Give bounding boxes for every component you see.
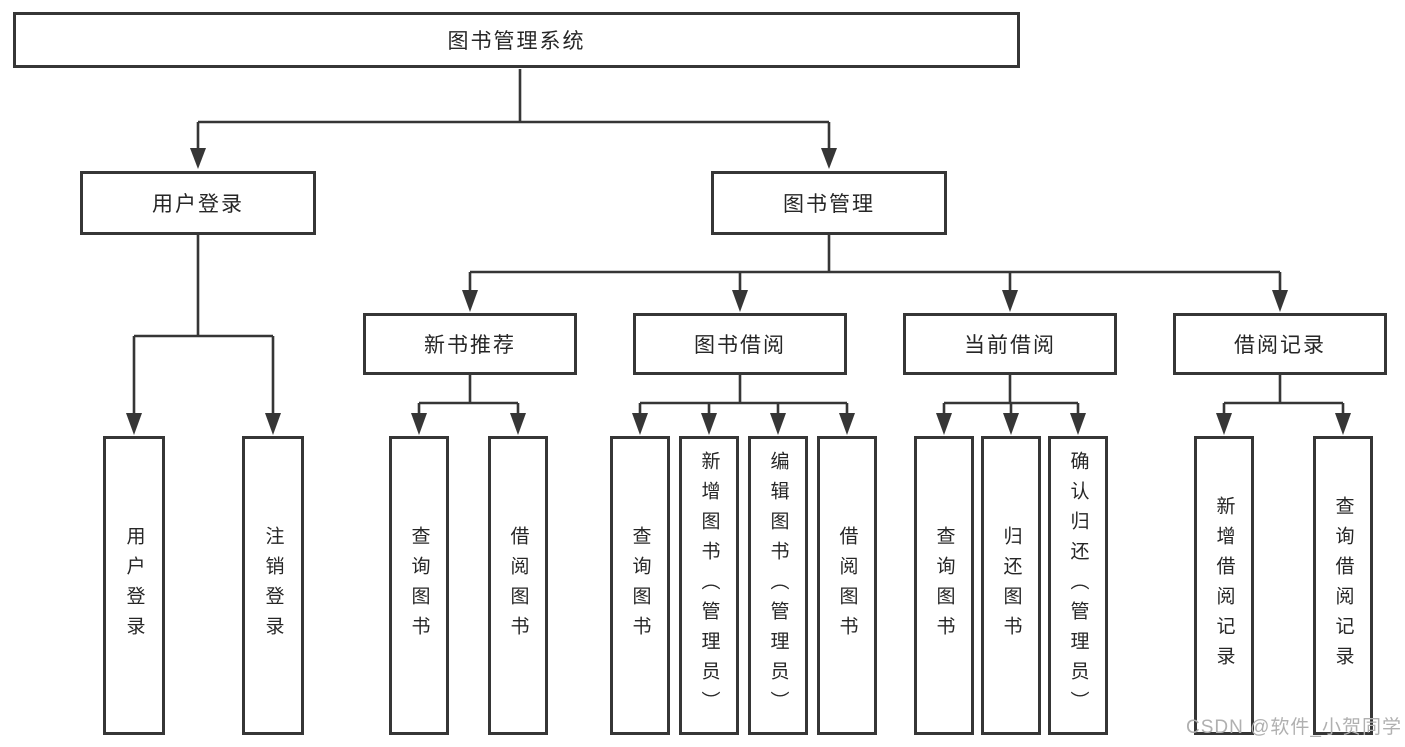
leaf-query-books-borrowing: 查询图书 bbox=[610, 436, 670, 735]
arrowhead bbox=[1335, 413, 1351, 435]
arrowhead bbox=[770, 413, 786, 435]
arrowhead bbox=[936, 413, 952, 435]
node-borrowing-records: 借阅记录 bbox=[1173, 313, 1387, 375]
leaf-user-login: 用户登录 bbox=[103, 436, 165, 735]
leaf-label: 新增借阅记录 bbox=[1213, 495, 1235, 676]
node-label: 借阅记录 bbox=[1234, 334, 1326, 357]
leaf-return-books: 归还图书 bbox=[981, 436, 1041, 735]
leaf-query-borrow-record: 查询借阅记录 bbox=[1313, 436, 1373, 735]
arrowhead bbox=[632, 413, 648, 435]
arrowhead bbox=[839, 413, 855, 435]
arrowhead bbox=[821, 148, 837, 169]
node-label: 图书借阅 bbox=[694, 334, 786, 357]
leaf-query-books-current: 查询图书 bbox=[914, 436, 974, 735]
leaf-borrow-books: 借阅图书 bbox=[817, 436, 877, 735]
arrowhead bbox=[126, 413, 142, 435]
arrowhead bbox=[1003, 413, 1019, 435]
leaf-label: 新增图书（管理员） bbox=[698, 450, 720, 721]
node-label: 当前借阅 bbox=[964, 334, 1056, 357]
leaf-label: 查询图书 bbox=[933, 525, 955, 646]
arrowhead bbox=[411, 413, 427, 435]
arrowhead bbox=[1216, 413, 1232, 435]
leaf-confirm-return-admin: 确认归还（管理员） bbox=[1048, 436, 1108, 735]
leaf-label: 归还图书 bbox=[1000, 525, 1022, 646]
leaf-logout: 注销登录 bbox=[242, 436, 304, 735]
arrowhead bbox=[1272, 290, 1288, 312]
leaf-borrow-books-recommend: 借阅图书 bbox=[488, 436, 548, 735]
node-library-management-system: 图书管理系统 bbox=[13, 12, 1020, 68]
node-label: 图书管理 bbox=[783, 193, 875, 216]
arrowhead bbox=[1070, 413, 1086, 435]
arrowhead bbox=[190, 148, 206, 169]
leaf-label: 查询图书 bbox=[629, 525, 651, 646]
leaf-label: 借阅图书 bbox=[507, 525, 529, 646]
node-book-management: 图书管理 bbox=[711, 171, 947, 235]
node-label: 用户登录 bbox=[152, 193, 244, 216]
node-label: 新书推荐 bbox=[424, 334, 516, 357]
leaf-label: 注销登录 bbox=[262, 525, 284, 646]
leaf-label: 确认归还（管理员） bbox=[1067, 450, 1089, 721]
leaf-label: 查询借阅记录 bbox=[1332, 495, 1354, 676]
leaf-label: 用户登录 bbox=[123, 525, 145, 646]
node-current-borrowing: 当前借阅 bbox=[903, 313, 1117, 375]
csdn-watermark: CSDN @软件_小贺同学 bbox=[1186, 717, 1402, 738]
leaf-query-books-recommend: 查询图书 bbox=[389, 436, 449, 735]
leaf-add-books-admin: 新增图书（管理员） bbox=[679, 436, 739, 735]
leaf-label: 编辑图书（管理员） bbox=[767, 450, 789, 721]
node-new-book-recommendation: 新书推荐 bbox=[363, 313, 577, 375]
arrowhead bbox=[701, 413, 717, 435]
arrowhead bbox=[510, 413, 526, 435]
leaf-label: 查询图书 bbox=[408, 525, 430, 646]
leaf-add-borrow-record: 新增借阅记录 bbox=[1194, 436, 1254, 735]
leaf-edit-books-admin: 编辑图书（管理员） bbox=[748, 436, 808, 735]
arrowhead bbox=[265, 413, 281, 435]
arrowhead bbox=[1002, 290, 1018, 312]
leaf-label: 借阅图书 bbox=[836, 525, 858, 646]
arrowhead bbox=[462, 290, 478, 312]
node-label: 图书管理系统 bbox=[447, 30, 586, 53]
arrowhead bbox=[732, 290, 748, 312]
node-book-borrowing: 图书借阅 bbox=[633, 313, 847, 375]
node-user-login: 用户登录 bbox=[80, 171, 316, 235]
